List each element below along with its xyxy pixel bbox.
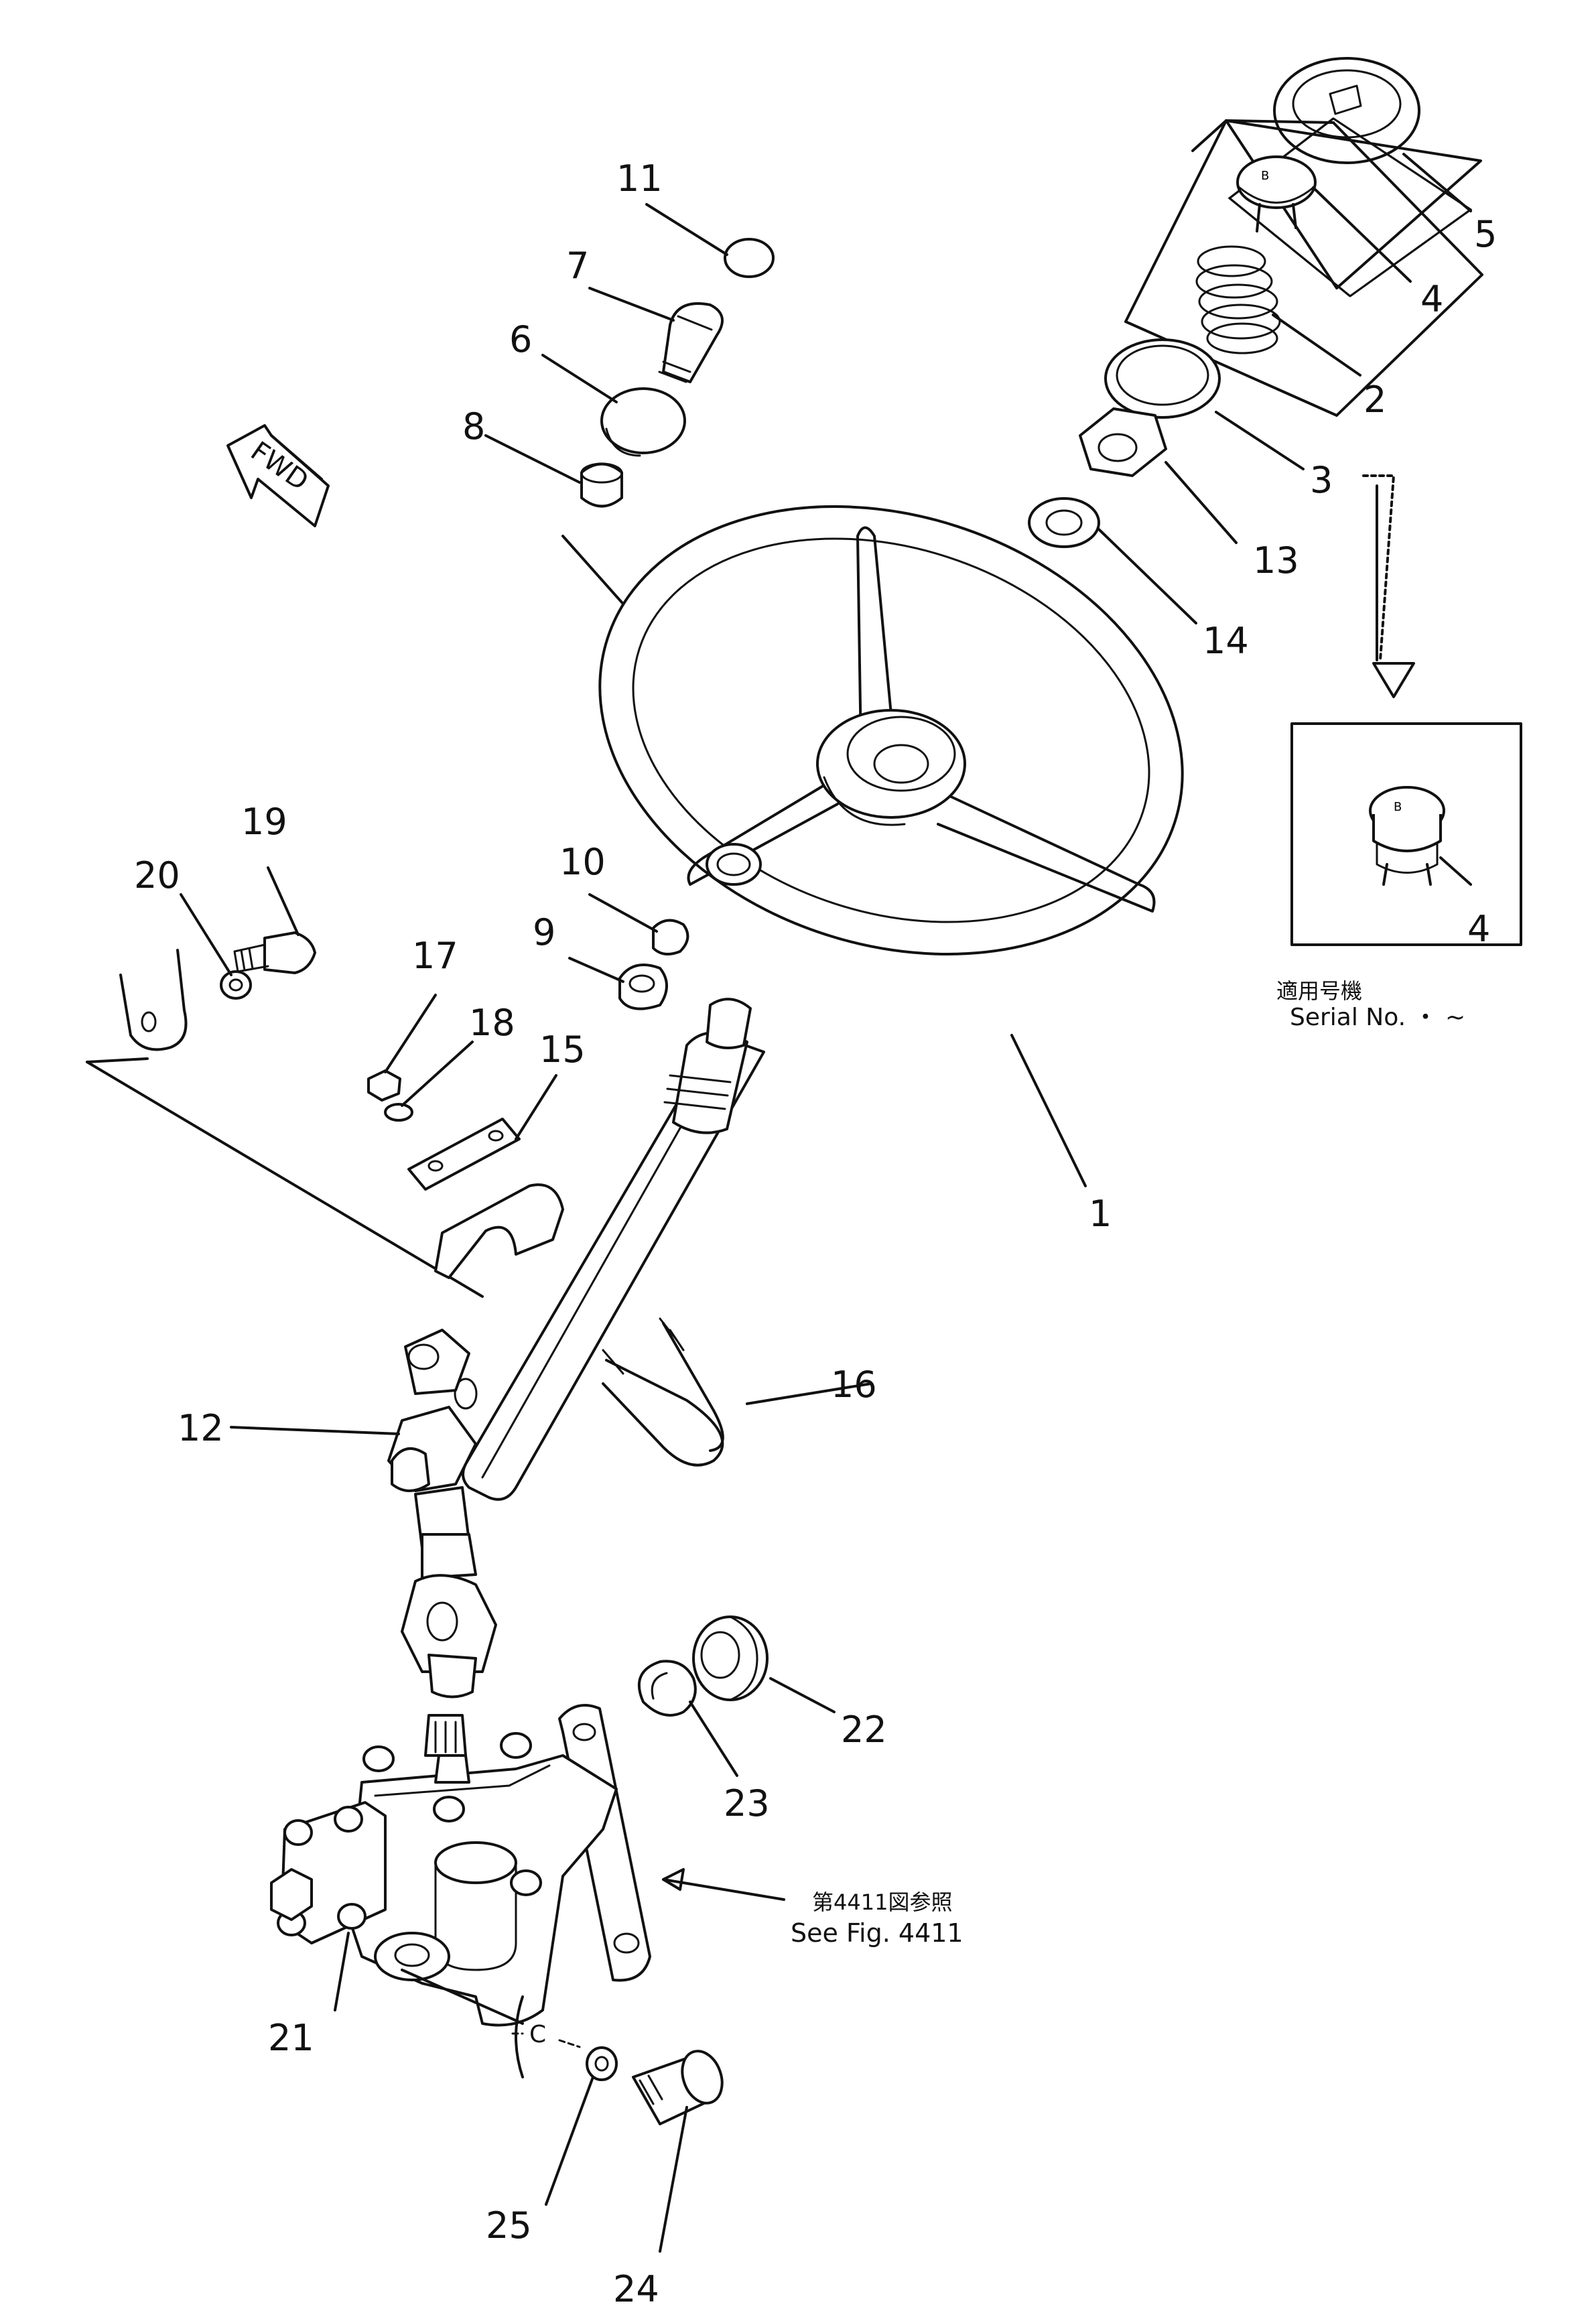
clip-part [652, 919, 689, 955]
svg-text:B: B [1394, 800, 1402, 814]
nut-part [1079, 407, 1167, 477]
callout-8: 8 [462, 405, 485, 448]
spring-washer-part [384, 1103, 413, 1122]
callout-labels: 11 7 6 8 5 4 2 3 13 14 4 10 9 19 20 17 1… [134, 157, 1497, 2310]
steering-gearbox-part [270, 1714, 618, 2078]
callout-5: 5 [1474, 213, 1497, 255]
flat-washer-part [220, 970, 252, 1000]
callout-9: 9 [533, 911, 555, 953]
universal-joint-part [387, 1406, 497, 1699]
callout-21: 21 [268, 2017, 314, 2059]
callout-22: 22 [841, 1709, 887, 1751]
centerline-mark: C [529, 2021, 546, 2048]
serial-note-en: Serial No. ・ ~ [1290, 1004, 1465, 1031]
callout-13: 13 [1253, 539, 1299, 582]
ref-note-jp: 第4411図参照 [812, 1889, 952, 1915]
ref-note-en: See Fig. 4411 [791, 1918, 963, 1948]
svg-text:B: B [1261, 169, 1269, 183]
callout-4-inset: 4 [1467, 908, 1490, 950]
knob-part [600, 387, 686, 457]
clamp-plate-part [407, 1118, 564, 1279]
notes: 適用号機 Serial No. ・ ~ 第4411図参照 See Fig. 44… [791, 978, 1465, 1948]
mounting-washer-part [586, 2046, 618, 2081]
callout-15: 15 [539, 1029, 586, 1071]
knob-cap-part [724, 238, 775, 278]
bearing-part [692, 1615, 769, 1701]
callout-1: 1 [1089, 1193, 1112, 1235]
serial-note-jp: 適用号機 [1276, 978, 1362, 1004]
column-bracket-part [86, 949, 484, 1298]
callout-10: 10 [559, 841, 606, 883]
callout-11: 11 [616, 157, 663, 200]
callout-6: 6 [509, 318, 532, 360]
callout-18: 18 [469, 1002, 515, 1044]
callout-25: 25 [486, 2204, 532, 2247]
callout-14: 14 [1203, 620, 1249, 662]
callout-23: 23 [724, 1782, 770, 1825]
bolt-part [233, 931, 316, 974]
washer-part [1028, 497, 1100, 548]
knob-screw-part [658, 302, 724, 383]
callout-2: 2 [1364, 379, 1386, 421]
small-nut-part [367, 1069, 401, 1102]
callout-20: 20 [134, 854, 180, 897]
callout-7: 7 [566, 245, 589, 287]
callout-4-top: 4 [1420, 278, 1443, 320]
u-bolt-part [602, 1317, 724, 1467]
snap-ring-part [1104, 338, 1221, 419]
knob-bushing-part [580, 462, 623, 508]
callout-24: 24 [613, 2268, 659, 2310]
leader-lines [180, 153, 1472, 2253]
callout-17: 17 [412, 935, 458, 977]
callout-12: 12 [178, 1407, 224, 1449]
steering-wheel-part [598, 505, 1184, 955]
lock-nut-part [618, 964, 668, 1010]
mounting-bolt-part [632, 2050, 724, 2125]
retaining-ring-part [637, 1660, 697, 1717]
callout-3: 3 [1310, 459, 1333, 501]
steering-column-part [404, 998, 765, 1501]
fwd-direction-arrow: FWD [226, 424, 330, 527]
alternate-switch-inset: B [1290, 474, 1522, 946]
callout-16: 16 [831, 1364, 877, 1406]
horn-switch-group: B [1124, 117, 1483, 417]
callout-19: 19 [241, 801, 287, 843]
